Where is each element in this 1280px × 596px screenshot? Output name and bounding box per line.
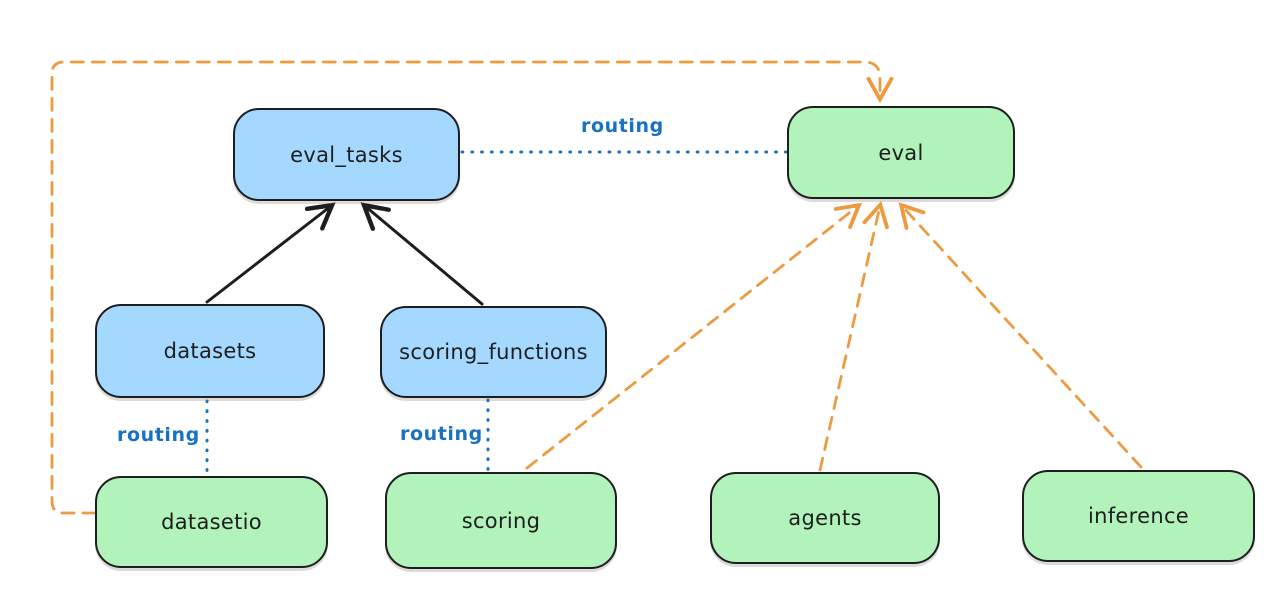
node-scoring-functions: scoring_functions bbox=[380, 306, 607, 398]
node-agents: agents bbox=[710, 472, 940, 564]
node-scoring-functions-label: scoring_functions bbox=[399, 340, 588, 364]
routing-label-eval-tasks-eval: routing bbox=[581, 115, 664, 137]
routing-label-scoring-functions-scoring: routing bbox=[400, 423, 483, 445]
node-inference: inference bbox=[1022, 470, 1255, 562]
node-eval-label: eval bbox=[878, 140, 924, 165]
edge-inference-eval-dashed-arrow bbox=[898, 202, 1143, 469]
edge-datasets-eval-tasks-arrow bbox=[205, 202, 336, 304]
node-datasetio: datasetio bbox=[95, 476, 328, 568]
node-datasetio-label: datasetio bbox=[161, 510, 262, 534]
edge-agents-eval-dashed-arrow bbox=[818, 200, 889, 472]
node-scoring-label: scoring bbox=[461, 508, 541, 533]
edge-scoring-functions-eval-tasks-arrow bbox=[360, 202, 484, 306]
node-eval: eval bbox=[787, 106, 1015, 199]
routing-label-datasets-datasetio: routing bbox=[117, 424, 200, 446]
node-eval-tasks-label: eval_tasks bbox=[290, 142, 403, 167]
node-datasets-label: datasets bbox=[163, 339, 257, 363]
edge-scoring-eval-dashed-arrow bbox=[525, 202, 863, 470]
node-scoring: scoring bbox=[385, 472, 617, 569]
node-eval-tasks: eval_tasks bbox=[233, 108, 460, 201]
node-inference-label: inference bbox=[1087, 504, 1190, 528]
node-agents-label: agents bbox=[788, 506, 862, 530]
edge-datasetio-eval-dashed-loop bbox=[50, 60, 894, 515]
node-datasets: datasets bbox=[95, 304, 325, 398]
